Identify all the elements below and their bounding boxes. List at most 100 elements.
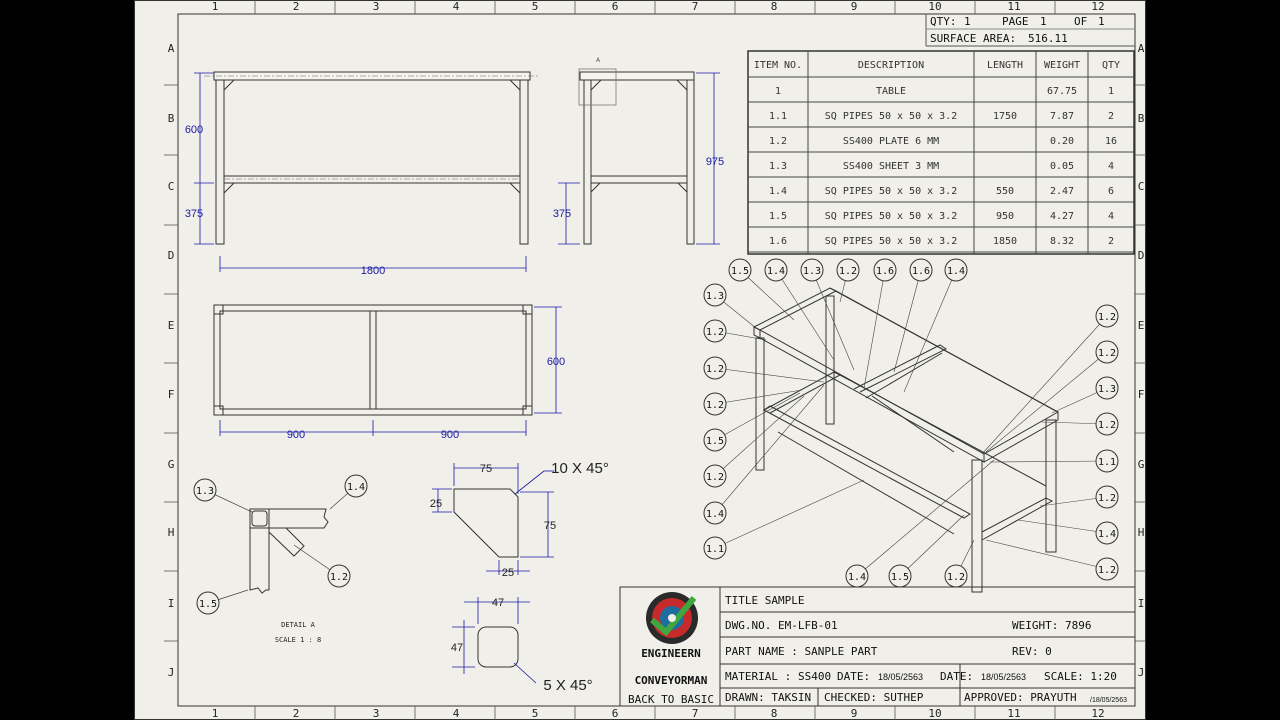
balloon-circle [1095,412,1119,436]
balloon: 1.3 [800,258,824,282]
bom-cell: 4.27 [1050,211,1074,222]
bom-cell: 2.47 [1050,186,1074,197]
balloon: 1.6 [873,258,897,282]
balloon-label: 1.2 [706,364,724,375]
bom-cell: TABLE [876,86,906,97]
row-label: J [168,666,175,679]
balloon-circle [703,428,727,452]
balloon-label: 1.2 [706,472,724,483]
bom-cell: SQ PIPES 50 x 50 x 3.2 [825,111,957,122]
balloon: 1.1 [1095,449,1119,473]
col-label: 5 [532,707,539,720]
row-label: E [168,319,175,332]
balloon-label: 1.2 [1098,348,1116,359]
detail-a-scale: SCALE 1 : 8 [275,636,321,644]
bom-header-row: ITEM NO. DESCRIPTION LENGTH WEIGHT QTY [754,60,1120,71]
bom-cell: 7.87 [1050,111,1074,122]
col-label: 6 [612,0,619,13]
col-label: 4 [453,707,460,720]
row-label: E [1138,319,1145,332]
balloon: 1.3 [193,478,217,502]
balloon-label: 1.3 [803,266,821,277]
detail-a-title: DETAIL A [281,621,316,629]
drawn-by: DRAWN: TAKSIN [725,691,811,704]
balloon-label: 1.5 [199,599,217,610]
balloon-circle [944,258,968,282]
date-label-1: DATE: [837,670,870,683]
balloon: 1.5 [703,428,727,452]
date-value-1: 18/05/2563 [878,672,923,682]
balloon-label: 1.6 [876,266,894,277]
col-label: 12 [1091,707,1104,720]
balloon-label: 1.2 [1098,420,1116,431]
balloon-label: 1.4 [767,266,785,277]
bom-cell: SQ PIPES 50 x 50 x 3.2 [825,186,957,197]
of-value: 1 [1098,15,1105,28]
balloon-circle [1095,557,1119,581]
dim-sheet-chamfer: 5 X 45° [543,677,592,694]
bom-cell: 6 [1108,186,1114,197]
bom-cell: 1.2 [769,136,787,147]
dwg-number: DWG.NO. EM-LFB-01 [725,619,838,632]
balloon: 1.4 [764,258,788,282]
bom-cell: SQ PIPES 50 x 50 x 3.2 [825,211,957,222]
col-label: 8 [771,707,778,720]
balloon-label: 1.2 [330,572,348,583]
bom-cell: 1750 [993,111,1017,122]
col-label: 7 [692,707,699,720]
balloon: 1.2 [703,464,727,488]
balloon-circle [196,591,220,615]
col-label: 1 [212,0,219,13]
balloon-label: 1.2 [947,572,965,583]
balloon-label: 1.4 [706,509,724,520]
bom-cell: 2 [1108,236,1114,247]
checked-by: CHECKED: SUTHEP [824,691,924,704]
balloon-circle [873,258,897,282]
dim-plate-left: 25 [430,498,442,510]
page-value: 1 [1040,15,1047,28]
balloon: 1.2 [944,564,968,588]
bom-cell: 1.1 [769,111,787,122]
bom-cell: 1.3 [769,161,787,172]
dim-sheet-left: 47 [451,642,463,654]
drawing-sheet: 1 2 3 4 5 6 7 8 9 10 11 12 1 2 3 4 5 6 7… [134,0,1146,720]
bom-table: ITEM NO. DESCRIPTION LENGTH WEIGHT QTY 1… [747,50,1135,255]
row-label: J [1138,666,1145,679]
approved-date: /18/05/2563 [1090,697,1127,704]
approved-by: APPROVED: PRAYUTH [964,691,1077,704]
balloon-circle [1095,485,1119,509]
col-label: 1 [212,707,219,720]
balloon-label: 1.1 [706,544,724,555]
dim-top-depth: 600 [547,356,565,368]
balloon-circle [703,283,727,307]
bom-cell: SQ PIPES 50 x 50 x 3.2 [825,236,957,247]
col-label: 10 [928,707,941,720]
bom-cell: 0.20 [1050,136,1074,147]
side-view: A [578,57,695,245]
bom-col-header: QTY [1102,60,1120,71]
bom-cell: SS400 PLATE 6 MM [843,136,939,147]
bom-cell: 1850 [993,236,1017,247]
balloon: 1.4 [703,501,727,525]
balloon: 1.4 [944,258,968,282]
drawing-canvas: 1 2 3 4 5 6 7 8 9 10 11 12 1 2 3 4 5 6 7… [134,0,1146,720]
balloon: 1.3 [1095,376,1119,400]
balloon: 1.4 [845,564,869,588]
dim-front-width: 1800 [361,265,385,277]
row-label: D [1138,249,1145,262]
qty-label: QTY: [930,15,957,28]
balloon: 1.2 [327,564,351,588]
bom-cell: 1.5 [769,211,787,222]
material-label: MATERIAL : [725,670,791,683]
dim-front-lower: 375 [185,208,203,220]
row-label: G [168,458,175,471]
bom-cell: 2 [1108,111,1114,122]
balloon: 1.2 [1095,304,1119,328]
balloon-circle [703,501,727,525]
bom-cell: 67.75 [1047,86,1077,97]
